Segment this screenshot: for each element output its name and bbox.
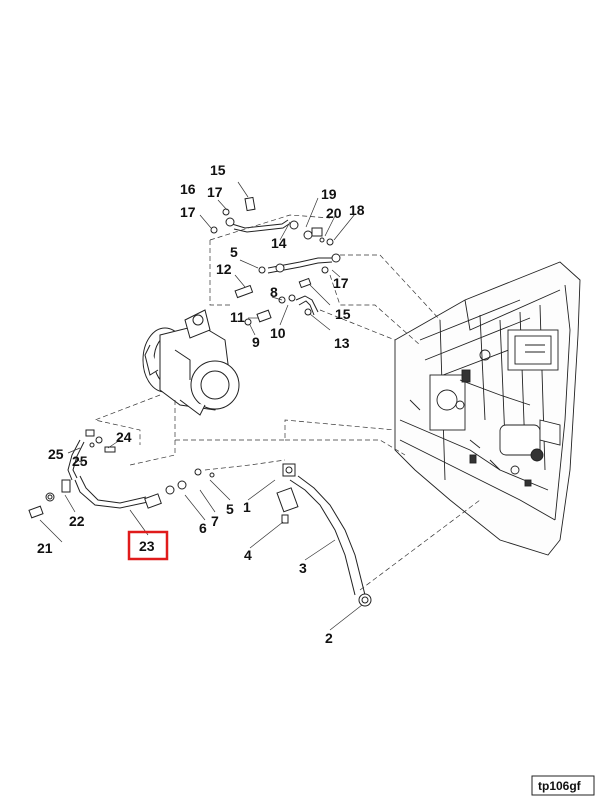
part-label-8: 8 [270,284,278,300]
part-label-15: 15 [335,306,351,322]
part-label-18: 18 [349,202,365,218]
drawing-code-box: tp106gf [531,775,595,796]
engine-block-illustration [394,261,581,556]
part-label-21: 21 [37,540,53,556]
highlight-box-23 [127,530,169,561]
part-label-10: 10 [270,325,286,341]
turbocharger-illustration [142,309,240,416]
fittings [28,196,372,607]
part-label-25: 25 [48,446,64,462]
part-label-12: 12 [216,261,232,277]
part-label-1: 1 [243,499,251,515]
part-label-23-highlighted[interactable]: 23 [139,538,155,554]
part-label-2: 2 [325,630,333,646]
part-label-3: 3 [299,560,307,576]
part-label-14: 14 [271,235,287,251]
part-label-9: 9 [252,334,260,350]
part-label-17: 17 [207,184,223,200]
part-label-20: 20 [326,205,342,221]
part-label-5: 5 [226,501,234,517]
part-label-24: 24 [116,429,132,445]
part-label-7: 7 [211,513,219,529]
part-label-16: 16 [180,181,196,197]
part-label-17: 17 [333,275,349,291]
part-labels: 15 16 17 17 19 20 18 14 5 12 17 8 15 11 … [37,162,365,646]
part-label-22: 22 [69,513,85,529]
part-label-25: 25 [72,453,88,469]
part-label-11: 11 [230,309,245,325]
part-label-19: 19 [321,186,337,202]
part-label-17: 17 [180,204,196,220]
part-label-15: 15 [210,162,226,178]
part-label-6: 6 [199,520,207,536]
part-label-5: 5 [230,244,238,260]
label-leaders [39,181,363,631]
leader-lines [93,214,481,591]
part-label-13: 13 [334,335,350,351]
part-label-4: 4 [244,547,252,563]
drawing-code: tp106gf [538,779,582,793]
